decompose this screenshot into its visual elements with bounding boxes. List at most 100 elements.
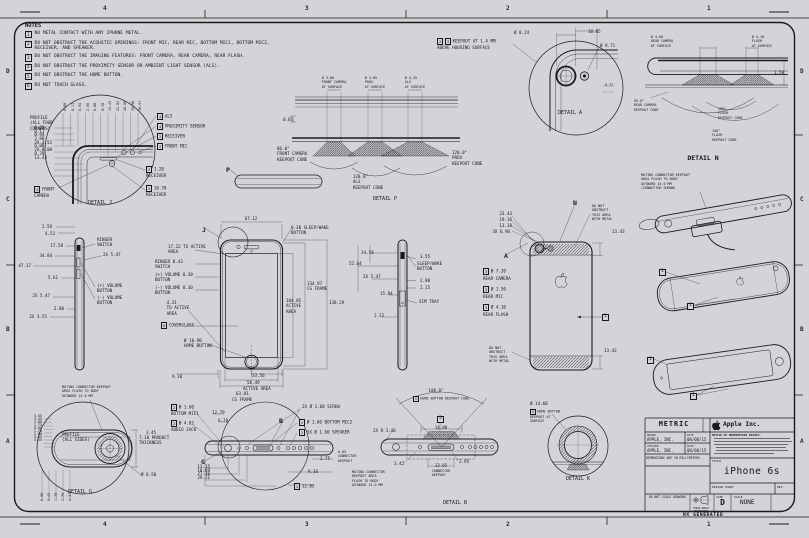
dim-label: 15.94 (380, 291, 393, 296)
dim-label: 0.94 (78, 103, 82, 111)
dim-text: 2.32 (374, 313, 385, 318)
note-text: DO NOT OBSTRUCT THE ACOUSTIC OPENINGS: F… (34, 40, 270, 52)
dim-label: 2.95 (459, 459, 469, 464)
dim-text: 9.18 (172, 374, 183, 379)
dim-label: MATING CONNECTOR KEEPOUT AREA FLUSH TO B… (641, 173, 690, 190)
dim-text: PROXIMITY SENSOR (164, 123, 206, 129)
dim-text: 14.80 (434, 425, 448, 430)
checked-date: 08/08/15 (687, 448, 707, 453)
dim-label: (+) VOLUME BUTTON (97, 283, 122, 294)
dim-text: 1.20 RECEIVER (146, 166, 167, 178)
dim-text: CG FRAME (232, 396, 253, 402)
dim-label: AUDIO JACK (171, 427, 196, 432)
detail-k (547, 413, 609, 477)
dim-label: 95.0° REAR CAMERA KEEPOUT CONE (634, 99, 659, 112)
dim-label: Ø 4.00 REAR CAMERA AT SURFACE (651, 35, 673, 48)
dim-text: 6.85 CONNECTOR KEEPOUT (338, 450, 357, 463)
dim-text: 120.0° PROX KEEPOUT CONE (452, 150, 483, 166)
dim-text: FRONT CAMERA (34, 186, 55, 198)
zone-col-top: 4 (103, 5, 107, 12)
note-ref-box: 2 (299, 429, 306, 436)
dim-label: MATING CONNECTOR KEEPOUT AREA FLUSH TO B… (352, 470, 385, 487)
dim-text: DETAIL K (565, 476, 591, 482)
note-ref-box: 5 (413, 396, 419, 403)
dim-text: 3.42 (394, 461, 405, 466)
dim-text: 17.12 TO ACTIVE AREA (168, 244, 206, 255)
notice-text-line (714, 444, 788, 445)
dim-text: 1.70 (54, 492, 58, 501)
dim-text: Ø 1.60 (178, 404, 194, 410)
dim-text: REAR MIC (483, 294, 504, 299)
dim-label: 8.70 (101, 103, 105, 111)
dim-text: 138.29 (329, 300, 345, 305)
dim-text: 95.0° REAR CAMERA KEEPOUT CONE (634, 99, 659, 112)
dim-label: BOTTOM MIC1 (171, 411, 199, 416)
dim-text: (-) VOLUME BUTTON (97, 295, 123, 306)
dim-label: 10.05 (588, 29, 601, 34)
dim-label: PROFILE (ALL FOUR CORNERS) (30, 115, 53, 131)
zone-row-right: C (800, 196, 804, 203)
dim-label: 63.81 (236, 391, 249, 396)
note-number: 6 (25, 82, 32, 90)
apple-logo-titleblock (712, 420, 721, 431)
dim-label: 100° FLASH KEEPOUT CONE (718, 107, 743, 120)
dim-label: 1 (687, 302, 695, 311)
dim-label: 104.05 ACTIVE AREA (286, 298, 301, 314)
dim-text: 100° FLASH KEEPOUT CONE (718, 107, 743, 120)
dim-text: ACTIVE AREA (243, 386, 271, 391)
dim-text: 4.31 TO ACTIVE AREA (166, 300, 190, 316)
dim-text: 10.05 (588, 29, 601, 34)
dim-text: 13.43 (604, 348, 617, 353)
note-text: DO NOT OBSTRUCT THE PROXIMITY SENSOR OR … (34, 63, 220, 69)
dim-text: 33.56 (252, 373, 265, 378)
note-ref-box: 3 (483, 268, 490, 275)
nx-generated-label: NX GENERATED (683, 513, 724, 518)
dim-text: 2X 3.55 (29, 314, 47, 319)
dim-text: 19.16 (499, 217, 512, 222)
detail-p (229, 89, 460, 189)
metric-label: METRIC (658, 420, 690, 428)
dim-text: 10.70 RECEIVER (146, 185, 167, 197)
dim-text: 1.58 (774, 70, 785, 75)
third-angle-label: THIRD ANGLE PROJECTION (693, 506, 709, 513)
dim-label: 5.61 (48, 275, 58, 280)
dim-text: (+) VOLUME 0.30 BUTTON (155, 272, 193, 283)
dim-label: RINGER 0.43 SWITCH (155, 259, 183, 270)
dim-text: Ø 10.90 HOME BUTTON (184, 338, 212, 349)
dim-text: MATING CONNECTOR KEEPOUT AREA FLUSH TO B… (62, 385, 111, 398)
zone-row-left: B (6, 326, 10, 333)
dim-label: Ø 8.24 (514, 30, 529, 35)
drawing-title: iPhone 6s (724, 466, 780, 477)
dim-text: 0.00 (63, 102, 67, 111)
dim-label: 17.12 TO ACTIVE AREA (168, 244, 206, 255)
dim-label: Ø 14.60 (530, 401, 548, 406)
dim-label: 7.10 PRODUCT THICKNESS (139, 435, 169, 446)
dim-text: PROFILE (ALL SIDES) (62, 432, 90, 443)
dim-label: (+) VOLUME 0.30 BUTTON (155, 272, 193, 283)
connector-view (638, 191, 792, 251)
detail-p-label: DETAIL P (373, 196, 397, 202)
note-ref-box: 2 (294, 483, 301, 490)
note-ref-box: 5 (437, 415, 444, 424)
note-number: 1 (25, 31, 32, 39)
dim-text: 6.08 (93, 102, 97, 111)
dim-text: 12.79 (212, 410, 225, 415)
checked-date-label: DATE (687, 444, 694, 448)
note-ref-box: 3 (34, 186, 41, 193)
dim-label: 47.17 (18, 263, 31, 268)
dim-text: 34.58 (361, 250, 374, 255)
dim-text: CONNECTOR KEEPOUT (431, 469, 451, 478)
dim-label: 0.00 (40, 493, 44, 501)
note-text: DO NOT TOUCH GLASS. (34, 82, 88, 88)
zone-col-bottom: 3 (305, 521, 309, 528)
dim-text: MATING CONNECTOR KEEPOUT AREA FLUSH TO B… (352, 470, 385, 487)
note-ref-box: 2 (157, 143, 164, 150)
dim-label: REAR MIC (483, 294, 503, 299)
dim-label: 34.84 (39, 253, 52, 258)
